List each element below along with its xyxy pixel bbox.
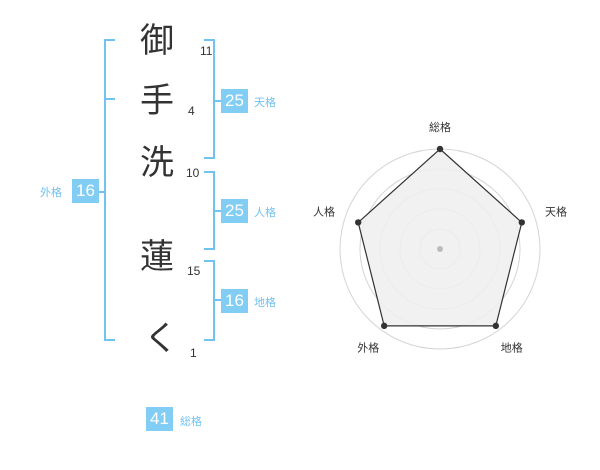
radar-axis-label-1: 総格: [429, 120, 451, 134]
radar-point-5: [355, 219, 362, 226]
soukaku-label: 総格: [180, 415, 202, 428]
name-char-5: く: [144, 319, 178, 359]
tenkaku-label: 天格: [254, 96, 276, 109]
name-char-3: 洗: [140, 143, 174, 183]
radar-point-2: [518, 219, 525, 226]
radar-point-4: [380, 322, 388, 330]
stroke-count-2: 4: [188, 104, 195, 118]
stroke-count-5: 1: [190, 346, 197, 360]
radar-axis-label-5: 人格: [313, 204, 335, 218]
jinkaku-label: 人格: [254, 206, 276, 219]
gaikaku-value-badge: 16: [72, 179, 99, 203]
jinkaku-value-badge: 25: [221, 199, 248, 223]
gaikaku-bracket: [104, 39, 115, 341]
radar-polygon: [357, 148, 523, 327]
radar-point-1: [436, 145, 444, 153]
name-char-2: 手: [140, 81, 174, 121]
stroke-count-3: 10: [186, 166, 200, 180]
radar-point-3: [492, 322, 500, 330]
tenkaku-bracket: [204, 39, 215, 159]
radar-axis-label-4: 外格: [357, 341, 379, 355]
chikaku-value-badge: 16: [221, 289, 248, 313]
soukaku-value-badge: 41: [146, 407, 173, 431]
name-char-4: 蓮: [140, 237, 174, 277]
chikaku-label: 地格: [254, 296, 276, 309]
tenkaku-value-badge: 25: [221, 89, 248, 113]
stroke-count-4: 15: [187, 264, 201, 278]
gaikaku-label: 外格: [40, 186, 62, 199]
radar-points: [355, 145, 525, 330]
stroke-count-1: 11: [200, 44, 213, 58]
radar-axis-label-3: 地格: [501, 341, 523, 355]
name-char-1: 御: [140, 21, 174, 61]
radar-axis-label-2: 天格: [545, 204, 567, 218]
radar-center: [437, 246, 443, 252]
